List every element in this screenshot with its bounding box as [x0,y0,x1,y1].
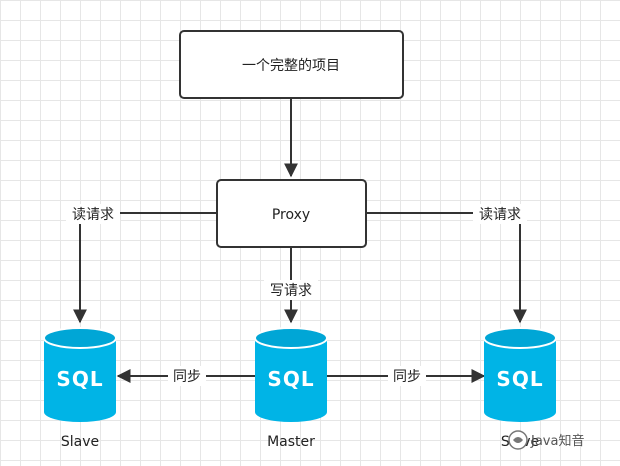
edge-proxy-to-slave-right [366,212,527,324]
write-request-label: 写请求 [270,283,312,299]
slave-left-database: SQL Slave [43,327,117,450]
sql-database-icon: SQL [267,367,314,391]
edge-proxy-to-slave-left [73,212,217,324]
slave-left-label: Slave [61,434,99,450]
proxy-label: Proxy [272,207,310,223]
sql-database-icon: SQL [56,367,103,391]
master-database: SQL Master [254,327,328,450]
sync-label-left: 同步 [173,369,201,385]
master-label: Master [267,434,315,450]
sync-label-right: 同步 [393,369,421,385]
read-request-label-left: 读请求 [72,206,114,223]
watermark-text: Java知音 [530,433,584,449]
watermark-logo-mark [513,437,523,443]
watermark: Java知音 [508,430,584,450]
edge-labels: 读请求 读请求 写请求 同步 同步 [66,204,527,386]
proxy-box: Proxy [216,179,367,248]
sql-database-icon: SQL [496,367,543,391]
read-request-label-right: 读请求 [479,206,521,223]
project-label: 一个完整的项目 [242,58,340,74]
project-box: 一个完整的项目 [179,30,404,99]
